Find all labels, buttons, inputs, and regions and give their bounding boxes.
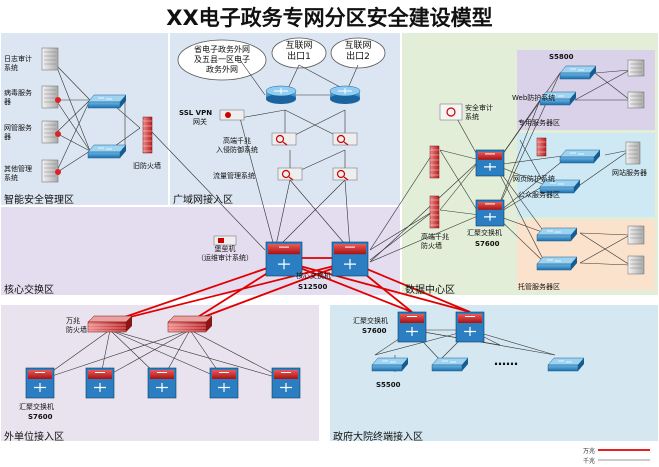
gateway-server-icon [41,120,59,144]
label-province-network: 省电子政务外网及五县一区电子政务外网 [194,45,250,74]
label-dedicated-server-area: 专用服务器区 [518,119,560,127]
label-ext-agg-switch: 汇聚交换机 [19,403,54,411]
ips-icon [332,132,358,146]
hosting-server-icon [627,225,645,245]
cloud-icon [271,37,327,69]
ext-agg-switch-icon [209,367,239,399]
label-ips: 高端千兆入侵防御系统 [216,137,258,154]
dc-agg-switch-icon [475,199,505,227]
public-switch-icon [559,149,601,164]
label-gov-agg-switch: 汇聚交换机 [353,317,388,325]
label-high-firewall: 高端千兆防火墙 [421,233,449,250]
gov-access-switch-icon [547,357,585,372]
label-web-protect: Web防护系统 [512,94,556,102]
label-ellipsis: …… [494,354,518,368]
cloud-icon [177,39,267,81]
ext-agg-switch-icon [25,367,55,399]
website-server-icon [625,141,641,165]
label-core-model: S12500 [298,283,328,291]
core-switch-icon [265,241,303,277]
label-s5800: S5800 [549,53,574,61]
label-web-protect-2: 网页防护系统 [513,175,555,183]
security-audit-icon [439,103,463,121]
dedicated-switch-icon [539,91,577,106]
label-internet-exit-1: 互联网出口1 [285,41,313,62]
label-log-audit: 日志审计系统 [4,55,32,72]
antivirus-server-icon [41,85,59,109]
label-ext-agg-model: S7600 [28,413,53,421]
label-other-mgmt: 其他管理系统 [4,165,32,182]
s5800-switch-icon [559,65,597,80]
label-antivirus: 病毒服务器 [4,89,32,106]
zone-label-datacenter: 数据中心区 [405,285,455,296]
label-core-switch: 核心交换机 [296,272,331,280]
10g-firewall-icon [167,315,213,333]
flow-mgmt-icon [332,167,358,181]
10g-firewall-icon [87,315,133,333]
ext-agg-switch-icon [271,367,301,399]
router-icon [329,85,361,104]
zone-label-gov-terminal: 政府大院终端接入区 [333,432,423,443]
label-hosting-server-area: 托管服务器区 [518,283,560,291]
dedicated-server-icon [627,91,645,109]
bastion-icon [213,235,237,246]
label-website-server: 网站服务器 [612,169,647,177]
hosting-switch-icon [536,227,578,242]
high-firewall-icon [429,145,440,179]
zone-smart-security-bg [1,33,168,205]
security-switch-icon [87,144,127,159]
dedicated-server-icon [627,59,645,77]
ext-agg-switch-icon [85,367,115,399]
devices [25,47,645,399]
legend-1g-label: 千兆 [583,458,596,465]
label-gov-access-model: S5500 [376,381,401,389]
hosting-switch-icon [536,256,578,271]
flow-mgmt-icon [277,167,303,181]
label-dc-agg-model: S7600 [475,240,500,248]
zone-label-external: 外单位接入区 [4,432,64,443]
dc-agg-switch-icon [475,149,505,177]
label-security-audit: 安全审计系统 [465,104,493,121]
zone-gov-terminal-bg [330,305,658,441]
ten-gigabit-links [109,257,471,323]
security-switch-icon [87,94,127,109]
gov-access-switch-icon [371,357,409,372]
label-public-server-area: 公众服务器区 [518,191,560,199]
cloud-icon [330,37,386,69]
web-protect-icon [536,137,547,157]
label-old-firewall: 旧防火墙 [133,162,161,170]
log-audit-server-icon [41,47,59,71]
label-10g-firewall: 万兆防火墙 [66,317,87,334]
legend-10g-label: 万兆 [583,448,596,455]
high-firewall-icon [429,195,440,229]
gov-agg-switch-icon [455,311,485,343]
gov-access-switch-icon [431,357,469,372]
router-icon [265,85,297,104]
label-gov-agg-model: S7600 [362,327,387,335]
public-switch-icon [539,179,581,194]
core-switch-icon [331,241,369,277]
zone-label-core: 核心交换区 [4,285,54,296]
ips-icon [271,132,297,146]
zone-label-smart-security: 智能安全管理区 [4,195,74,206]
label-flow-mgmt: 流量管理系统 [213,172,255,180]
zone-label-wan-access: 广域网接入区 [173,195,233,206]
gov-agg-switch-icon [397,311,427,343]
old-firewall-icon [142,116,153,154]
label-bastion: 堡垒机（运维审计系统） [197,245,253,262]
ext-agg-switch-icon [147,367,177,399]
label-internet-exit-2: 互联网出口2 [344,41,372,62]
hosting-server-icon [627,255,645,275]
page-title: XX电子政务专网分区安全建设模型 [166,6,493,30]
label-gateway-server: 网管服务器 [4,124,32,141]
label-dc-agg-switch: 汇聚交换机 [467,229,502,237]
